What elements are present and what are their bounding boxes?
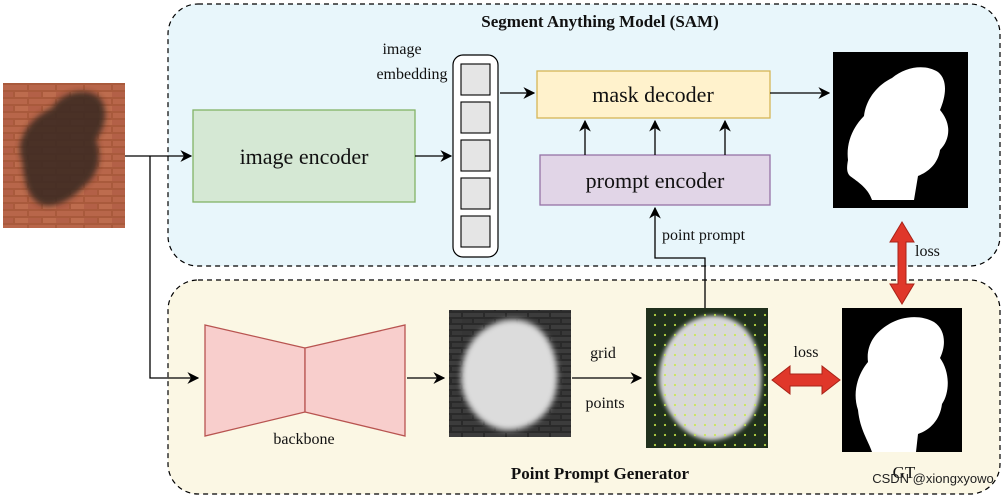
predicted-mask-image	[833, 52, 968, 208]
image-embedding-label-1: image	[382, 41, 421, 58]
image-embedding-stack	[452, 54, 499, 258]
mask-decoder-label: mask decoder	[592, 82, 714, 107]
image-embedding-label-2: embedding	[376, 66, 447, 83]
prompt-encoder-label: prompt encoder	[586, 168, 725, 193]
point-prompt-label: point prompt	[662, 227, 746, 244]
vertical-loss-arrow	[889, 221, 915, 305]
backbone-label: backbone	[273, 431, 334, 448]
gt-mask-image	[842, 308, 962, 452]
watermark-text: CSDN @xiongxyowo	[872, 471, 994, 486]
grid-points-image	[646, 308, 768, 448]
grid-label: grid	[590, 345, 616, 362]
ppg-title: Point Prompt Generator	[511, 464, 690, 483]
backbone-block	[204, 324, 406, 437]
input-arrow-to-backbone	[149, 156, 200, 384]
input-image	[3, 83, 125, 228]
horizontal-loss-arrow	[771, 364, 841, 396]
vertical-loss-label: loss	[915, 243, 940, 260]
heatmap-image	[449, 310, 571, 437]
mask-decoder-block	[536, 70, 771, 119]
sam-title: Segment Anything Model (SAM)	[481, 12, 719, 31]
gt-label: GT	[893, 463, 916, 482]
image-encoder-label: image encoder	[240, 144, 370, 169]
prompt-encoder-block	[539, 154, 771, 206]
point-prompt-arrow	[649, 206, 706, 310]
points-label: points	[585, 395, 624, 412]
horizontal-loss-label: loss	[794, 344, 819, 361]
